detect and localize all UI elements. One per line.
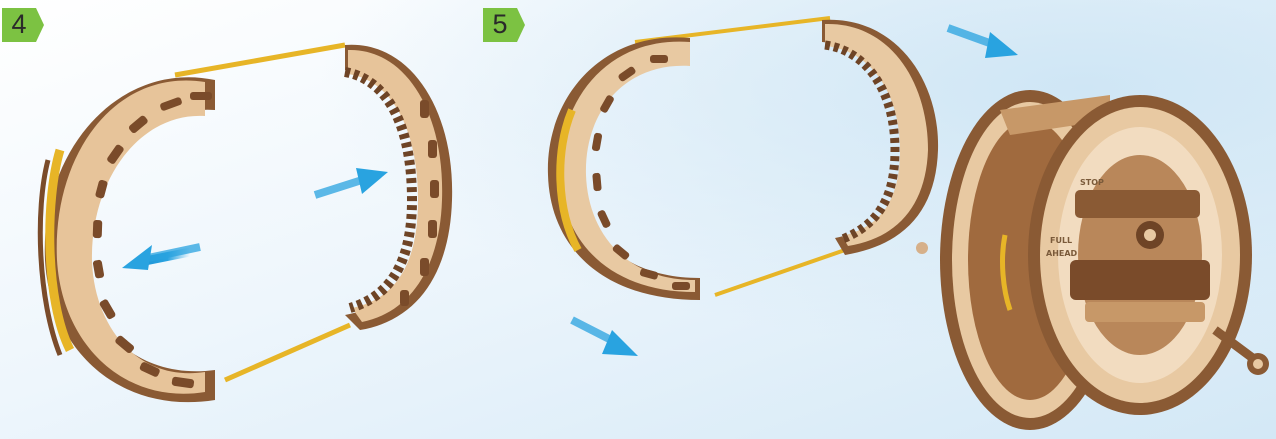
engraved-label-full: FULL bbox=[1050, 236, 1072, 245]
step-number: 5 bbox=[483, 9, 517, 40]
engraved-label-ahead: AHEAD bbox=[1046, 249, 1078, 258]
step-4-badge: 4 bbox=[2, 6, 46, 44]
engraved-label-stop: STOP bbox=[1080, 178, 1104, 187]
step-5-badge: 5 bbox=[483, 6, 527, 44]
step-number: 4 bbox=[2, 9, 36, 40]
